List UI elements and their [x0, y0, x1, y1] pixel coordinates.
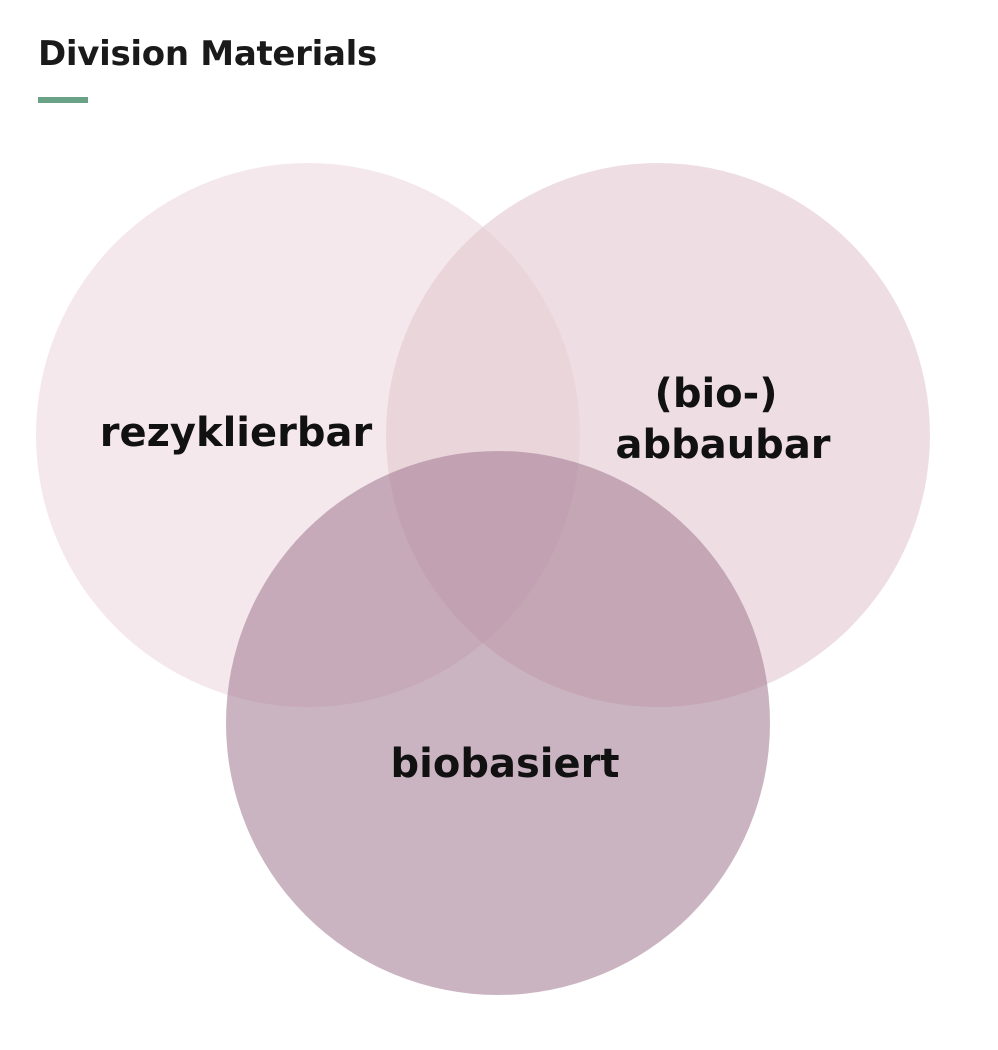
page-title: Division Materials — [38, 34, 377, 74]
label-biobased: biobasiert — [391, 741, 620, 787]
title-accent-underline — [38, 97, 88, 103]
label-biodegradable-line-1: (bio-) — [655, 371, 778, 417]
venn-circles — [36, 163, 930, 995]
venn-labels: rezyklierbar (bio-) abbaubar biobasiert — [100, 371, 831, 787]
label-recyclable-line-1: rezyklierbar — [100, 410, 373, 456]
label-biobased-line-1: biobasiert — [391, 741, 620, 787]
label-recyclable: rezyklierbar — [100, 410, 373, 456]
label-biodegradable: (bio-) abbaubar — [615, 371, 830, 468]
circle-biobased — [226, 451, 770, 995]
label-biodegradable-line-2: abbaubar — [615, 422, 830, 468]
